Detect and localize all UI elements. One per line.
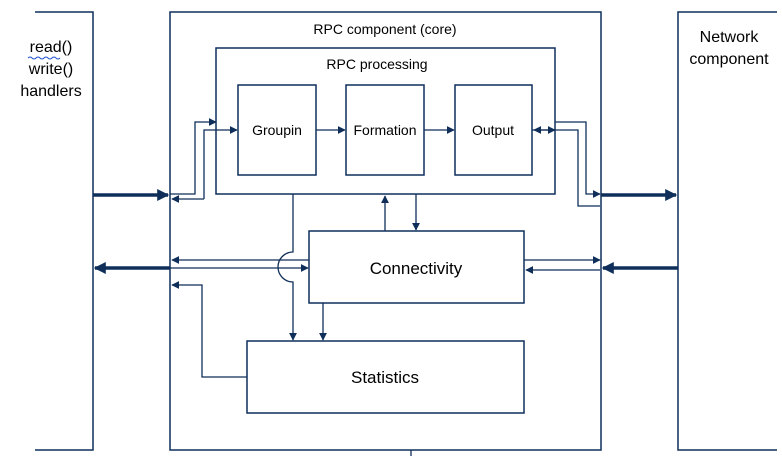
spellcheck-underline xyxy=(27,56,61,60)
network-label-line1: Network xyxy=(700,29,760,46)
connectivity-box xyxy=(308,230,525,304)
output-label: Output xyxy=(472,122,514,138)
processing-title: RPC processing xyxy=(326,56,427,72)
network-to-output-arrow xyxy=(533,126,600,207)
network-component-border xyxy=(677,11,777,451)
core-title: RPC component (core) xyxy=(313,21,456,37)
grouping-label: Groupin xyxy=(252,122,302,138)
left-label-read: read() xyxy=(30,39,73,56)
rpc-core-box xyxy=(169,11,602,451)
left-label-handlers: handlers xyxy=(20,83,81,100)
processing-to-statistics-arrow xyxy=(277,194,297,341)
network-label-line2: component xyxy=(689,51,769,68)
input-route-inner-arrow xyxy=(203,126,238,199)
output-to-network-arrow xyxy=(555,121,601,198)
statistics-to-left-arrow xyxy=(171,281,247,378)
left-component-border xyxy=(35,11,94,451)
connectivity-label: Connectivity xyxy=(370,259,463,278)
input-route-outer-arrow xyxy=(170,118,217,195)
formation-label: Formation xyxy=(353,122,416,138)
statistics-label: Statistics xyxy=(351,368,419,387)
left-label-write: write() xyxy=(28,61,73,78)
